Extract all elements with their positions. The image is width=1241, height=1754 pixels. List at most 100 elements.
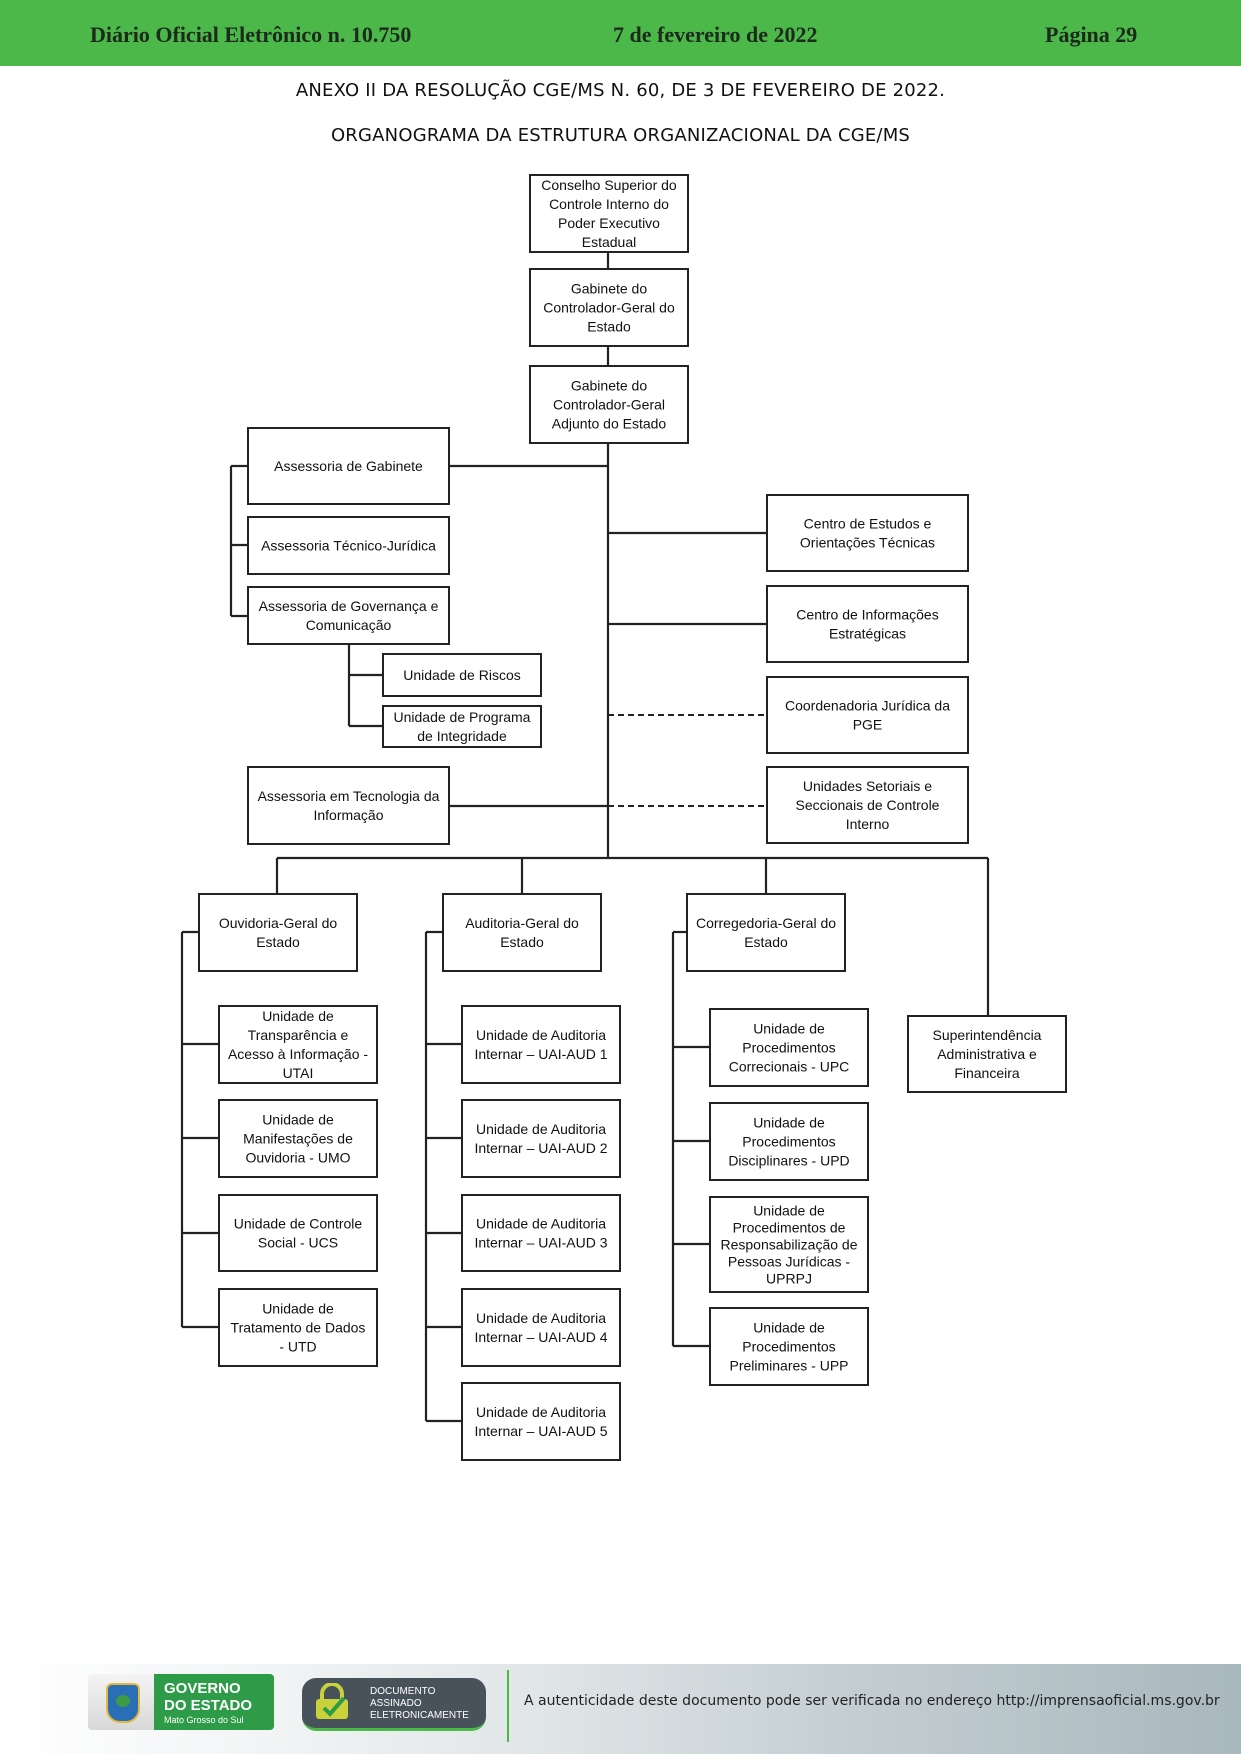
org-box-label: Correcionais - UPC [729, 1059, 850, 1075]
assessoria-tecnico-juridica-box: Assessoria Técnico-Jurídica [247, 516, 450, 575]
org-chart: Conselho Superior do Controle Interno do P… [180, 174, 1067, 1461]
org-box-label: Unidade de Controle [234, 1216, 363, 1232]
chart-title: ORGANOGRAMA DA ESTRUTURA ORGANIZACIONAL … [330, 125, 911, 146]
org-box-label: Manifestações de [243, 1131, 353, 1147]
org-box-label: Internar – UAI-AUD 2 [474, 1140, 607, 1156]
org-box-label: Adjunto do Estado [552, 416, 667, 432]
org-box-label: Coordenadoria Jurídica da [785, 698, 950, 714]
org-box-frame [529, 268, 689, 347]
org-box-frame [218, 1288, 378, 1367]
coordenadoria-pge-box: Coordenadoria Jurídica da PGE [766, 676, 969, 754]
org-box-label: Estadual [582, 234, 636, 250]
conselho-superior-box: Conselho Superior do Controle Interno do P… [529, 174, 689, 253]
org-box-frame [461, 1382, 621, 1461]
org-box-label: UTAI [283, 1065, 314, 1081]
org-box-frame [247, 427, 450, 505]
org-box-label: Pessoas Jurídicas - [728, 1254, 850, 1270]
org-box-label: Internar – UAI-AUD 4 [474, 1329, 607, 1345]
org-box-frame [907, 1015, 1067, 1093]
page-header: Diário Oficial Eletrônico n. 10.750 7 de… [0, 0, 1241, 66]
org-box-frame [766, 766, 969, 844]
org-box-label: Unidade de [753, 1203, 825, 1219]
org-box-label: Procedimentos [742, 1134, 835, 1150]
org-box-frame [218, 1099, 378, 1178]
unidade-riscos-box: Unidade de Riscos [382, 653, 542, 697]
org-box-label: Poder Executivo [558, 215, 660, 231]
ouvidoria-geral-box: Ouvidoria-Geral do Estado [198, 893, 358, 972]
org-box-label: Preliminares - UPP [729, 1358, 848, 1374]
org-box-label: Superintendência [933, 1027, 1042, 1043]
org-box-label: Conselho Superior do [541, 177, 677, 193]
org-box-label: Controlador-Geral do [543, 300, 675, 316]
org-box-label: Unidade de [753, 1115, 825, 1131]
org-box-frame [461, 1099, 621, 1178]
org-box-frame [382, 653, 542, 697]
org-box-label: Internar – UAI-AUD 3 [474, 1235, 607, 1251]
org-box-frame [247, 586, 450, 645]
org-box-label: Tratamento de Dados [231, 1320, 366, 1336]
org-box-label: de Integridade [417, 728, 507, 744]
org-box-frame [709, 1008, 869, 1087]
org-box-label: Gabinete do [571, 281, 647, 297]
org-box-label: Unidades Setoriais e [803, 778, 932, 794]
org-box-label: Unidade de Auditoria [476, 1216, 606, 1232]
gov-logo-line3: Mato Grosso do Sul [164, 1715, 244, 1725]
org-box-label: Unidade de [753, 1320, 825, 1336]
signed-document-logo: DOCUMENTO ASSINADO ELETRONICAMENTE [302, 1678, 486, 1731]
org-box-label: Unidade de Auditoria [476, 1027, 606, 1043]
org-box-label: Estratégicas [829, 626, 906, 642]
org-box-frame [247, 516, 450, 575]
unidade-umo-box: Unidade de Manifestações de Ouvidoria - UM… [218, 1099, 378, 1178]
org-box-frame [766, 585, 969, 663]
org-box-label: Ouvidoria-Geral do [219, 915, 337, 931]
org-box-label: Comunicação [306, 617, 392, 633]
org-box-label: Estado [256, 934, 300, 950]
org-box-label: Unidade de Auditoria [476, 1121, 606, 1137]
org-box-frame [218, 1005, 378, 1084]
sign-logo-line1: DOCUMENTO [370, 1686, 436, 1697]
page-footer: GOVERNO DO ESTADO Mato Grosso do Sul DOC… [0, 1664, 1241, 1754]
org-box-label: Controlador-Geral [553, 397, 665, 413]
org-box-label: Ouvidoria - UMO [245, 1150, 350, 1166]
org-box-label: Assessoria em Tecnologia da [258, 788, 440, 804]
org-box-label: Administrativa e [937, 1046, 1037, 1062]
org-box-label: Centro de Informações [796, 607, 938, 623]
org-box-label: Financeira [954, 1065, 1020, 1081]
org-box-label: Unidade de Auditoria [476, 1404, 606, 1420]
page-number: Página 29 [1045, 22, 1138, 47]
org-box-frame [461, 1194, 621, 1272]
org-box-label: Assessoria Técnico-Jurídica [261, 538, 436, 554]
org-box-label: Unidade de [262, 1112, 334, 1128]
org-box-label: Orientações Técnicas [800, 535, 935, 551]
org-box-frame [709, 1307, 869, 1386]
org-box-label: Procedimentos [742, 1040, 835, 1056]
org-box-label: Gabinete do [571, 378, 647, 394]
org-box-label: Corregedoria-Geral do [696, 915, 836, 931]
org-box-label: Unidade de Auditoria [476, 1310, 606, 1326]
org-box-frame [442, 893, 602, 972]
org-box-label: Interno [846, 816, 890, 832]
org-box-frame [461, 1005, 621, 1084]
org-box-label: Unidade de [753, 1021, 825, 1037]
org-box-label: Acesso à Informação - [228, 1046, 368, 1062]
org-box-label: PGE [853, 717, 883, 733]
org-box-frame [247, 766, 450, 845]
org-box-label: Controle Interno do [549, 196, 669, 212]
org-box-label: Social - UCS [258, 1235, 338, 1251]
org-box-label: Internar – UAI-AUD 5 [474, 1423, 607, 1439]
org-box-label: Assessoria de Gabinete [274, 458, 423, 474]
gov-logo-line2: DO ESTADO [164, 1697, 253, 1714]
org-box-label: Informação [313, 807, 383, 823]
